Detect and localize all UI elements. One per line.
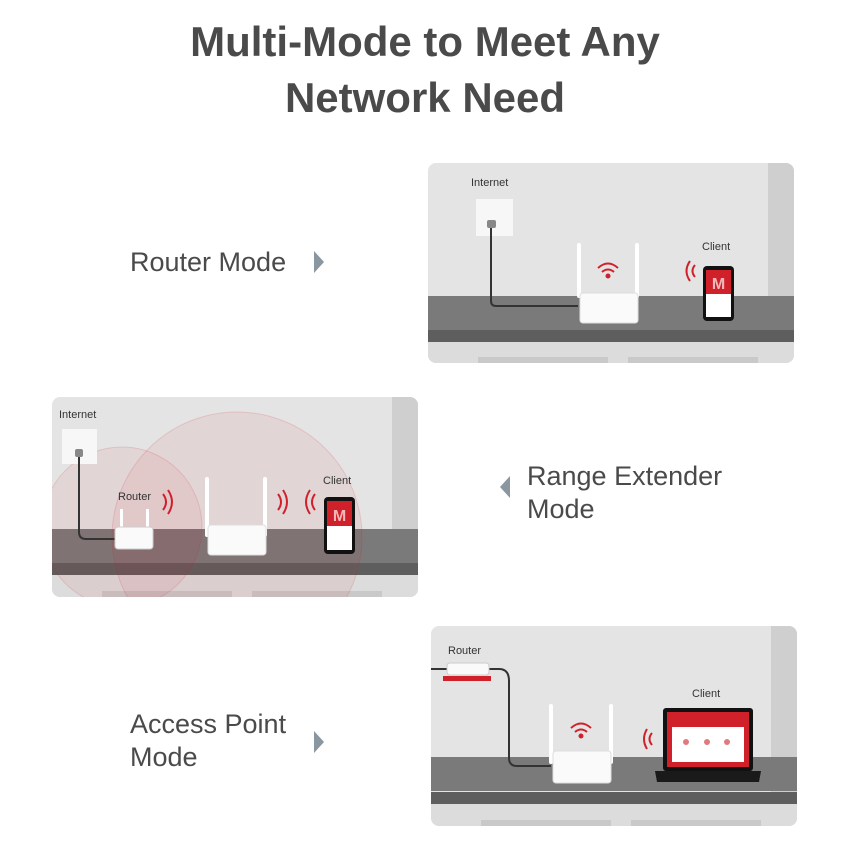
arrow-right-icon: [314, 251, 324, 273]
main-router-icon: [443, 662, 491, 681]
internet-label: Internet: [59, 409, 97, 421]
access-point-scene: [431, 662, 761, 784]
range-extender-scene: M: [52, 411, 363, 597]
wifi-icon: [570, 722, 592, 739]
access-point-illustration: Router Client: [431, 626, 797, 826]
signal-icon: [277, 489, 316, 515]
svg-text:M: M: [333, 508, 346, 525]
extender-icon: [205, 477, 267, 556]
title-line-2: Network Need: [284, 74, 566, 121]
signal-icon: [685, 260, 696, 282]
access-point-mode-label: Access Point Mode: [130, 708, 286, 774]
arrow-left-icon: [500, 476, 510, 498]
access-point-router-icon: [549, 704, 613, 784]
signal-icon: [162, 489, 173, 515]
arrow-right-icon: [314, 731, 324, 753]
range-extender-illustration: M Internet Router Client: [52, 397, 418, 597]
signal-icon: [643, 728, 653, 750]
client-label: Client: [692, 688, 721, 700]
page-title: Multi-Mode to Meet Any Network Need: [0, 14, 850, 126]
router-mode-scene: M: [476, 199, 734, 324]
router-label: Router: [448, 645, 482, 657]
range-extender-mode-label: Range Extender Mode: [527, 460, 722, 526]
main-router-icon: [114, 509, 154, 550]
smartphone-icon: M: [324, 497, 355, 554]
router-icon: [577, 243, 639, 324]
client-label: Client: [323, 475, 352, 487]
svg-text:M: M: [712, 276, 725, 293]
laptop-icon: [655, 708, 761, 782]
client-label: Client: [702, 241, 731, 253]
label-line-2: Mode: [130, 742, 198, 772]
smartphone-icon: M: [703, 266, 734, 321]
router-label: Router: [118, 491, 152, 503]
router-mode-label: Router Mode: [130, 247, 287, 277]
router-mode-illustration: Internet M Client: [428, 163, 794, 363]
label-line-1: Access Point: [130, 709, 287, 739]
wifi-icon: [597, 262, 619, 279]
internet-label: Internet: [471, 177, 509, 189]
wall-socket-icon: [476, 199, 513, 236]
label-line-2: Mode: [527, 494, 595, 524]
label-line-1: Range Extender: [527, 461, 723, 491]
title-line-1: Multi-Mode to Meet Any: [190, 18, 660, 65]
